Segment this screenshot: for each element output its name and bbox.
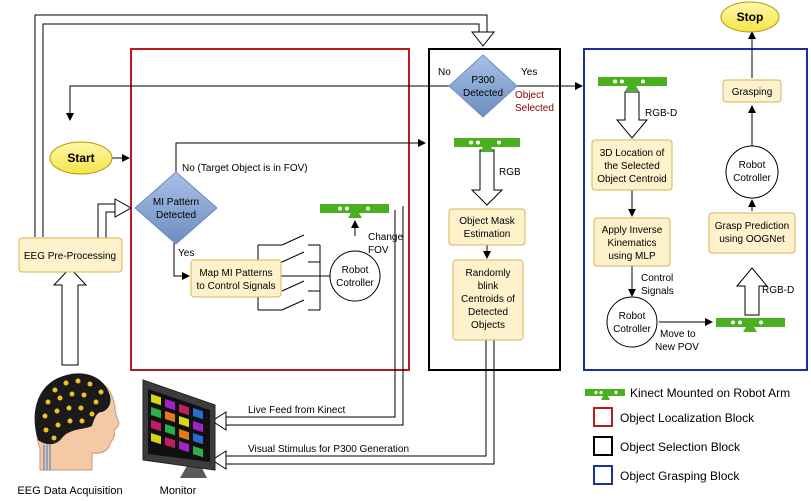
blink-centroids-label-4: Detected [468, 307, 508, 318]
rgbd-label-1: RGB-D [645, 108, 677, 119]
grasping-label: Grasping [732, 87, 773, 98]
mi-pattern-label: MI Pattern [153, 197, 199, 208]
inverse-kinematics-label-1: Apply Inverse [602, 225, 663, 236]
move-pov-label-2: New POV [655, 342, 699, 353]
blink-centroids-label-5: Objects [471, 320, 505, 331]
grasp-prediction-node [708, 212, 796, 254]
object-grasping-block [583, 48, 808, 371]
robot-controller-node-2 [606, 296, 658, 348]
robot-controller-1-label-1: Robot [342, 265, 369, 276]
blink-centroids-label-3: Centroids of [461, 294, 515, 305]
visual-stimulus-path [211, 340, 495, 470]
robot-controller-node-1 [329, 250, 381, 302]
stop-label: Stop [737, 10, 764, 24]
outer-feedback-path [34, 14, 496, 237]
legend-selection-label: Object Selection Block [620, 440, 741, 454]
location-3d-label-1: 3D Location of [600, 148, 665, 159]
robot-controller-3-label-1: Robot [739, 160, 766, 171]
robot-controller-2-label-1: Robot [619, 311, 646, 322]
kinect-camera-icon [716, 318, 785, 332]
legend-kinect-icon [585, 389, 625, 400]
start-terminal [49, 141, 113, 175]
location-3d-label-3: Object Centroid [597, 174, 666, 185]
legend-grasping-swatch [593, 465, 613, 485]
no-p300-label: No [438, 67, 451, 78]
kinect-camera-icon [454, 138, 520, 152]
move-pov-label-1: Move to [660, 329, 696, 340]
grasping-node [722, 79, 782, 103]
robot-controller-1-label-2: Cotroller [336, 278, 374, 289]
control-signals-label-1: Control [641, 273, 673, 284]
legend-kinect-label: Kinect Mounted on Robot Arm [630, 386, 790, 400]
location-3d-node [591, 139, 673, 191]
grasp-prediction-label-1: Grasp Prediction [715, 221, 789, 232]
yes-p300-label: Yes [521, 67, 537, 78]
eeg-to-preproc-arrow [52, 267, 88, 366]
map-mi-node [190, 259, 282, 298]
connectors [66, 31, 756, 326]
hollow-arrows [470, 91, 769, 316]
eeg-preprocessing-label: EEG Pre-Processing [24, 251, 116, 262]
start-label: Start [67, 151, 94, 165]
legend-selection-swatch [593, 436, 613, 456]
legend-localization-label: Object Localization Block [620, 411, 755, 425]
stop-terminal [720, 1, 780, 33]
inverse-kinematics-node [593, 217, 671, 267]
kinect-camera-icon [598, 77, 667, 91]
object-localization-block [130, 48, 410, 371]
object-mask-node [448, 208, 526, 246]
p300-label-2: Detected [463, 88, 503, 99]
object-mask-label-1: Object Mask [459, 216, 516, 227]
kinect-camera-icon [320, 204, 389, 218]
blink-centroids-node [452, 259, 524, 341]
rgb-label: RGB [499, 167, 521, 178]
grasp-prediction-label-2: using OOGNet [719, 234, 785, 245]
monitor-caption: Monitor [160, 485, 197, 497]
control-signals-label-2: Signals [641, 286, 674, 297]
location-3d-label-2: the Selected [604, 161, 660, 172]
inverse-kinematics-label-2: Kinematics [608, 238, 657, 249]
monitor-icon [142, 379, 216, 478]
rgbd-label-2: RGB-D [762, 285, 794, 296]
p300-label-1: P300 [471, 75, 495, 86]
map-mi-label-2: to Control Signals [197, 281, 276, 292]
yes-mi-label: Yes [178, 248, 194, 259]
change-fov-label-1: Change [368, 232, 403, 243]
eeg-head-icon [34, 373, 120, 471]
p300-decision [448, 54, 518, 118]
live-feed-label: Live Feed from Kinect [248, 405, 345, 416]
legend-localization-swatch [593, 407, 613, 427]
robot-controller-2-label-2: Cotroller [613, 324, 651, 335]
map-mi-label-1: Map MI Patterns [199, 268, 272, 279]
inverse-kinematics-label-3: using MLP [608, 251, 656, 262]
mi-pattern-decision [134, 171, 218, 245]
preproc-to-mi-arrow [97, 198, 133, 238]
legend-grasping-label: Object Grasping Block [620, 469, 740, 483]
no-fov-label: No (Target Object is in FOV) [182, 163, 308, 174]
object-selected-label-1: Object [515, 90, 544, 101]
object-selected-label-2: Selected [515, 103, 554, 114]
object-mask-label-2: Estimation [464, 229, 511, 240]
blink-centroids-label-2: blink [478, 281, 500, 292]
eeg-acquisition-caption: EEG Data Acquisition [17, 485, 122, 497]
mi-pattern-label-2: Detected [156, 210, 196, 221]
visual-stimulus-label: Visual Stimulus for P300 Generation [248, 444, 409, 455]
legend: Kinect Mounted on Robot Arm Object Local… [585, 386, 790, 485]
eeg-preprocessing-node [18, 237, 123, 273]
switch-symbol [257, 234, 321, 311]
change-fov-label-2: FOV [368, 245, 389, 256]
live-feed-path [211, 206, 404, 431]
robot-controller-3-label-2: Cotroller [733, 173, 771, 184]
robot-controller-node-3 [725, 145, 779, 199]
blink-centroids-label-1: Randomly [465, 268, 510, 279]
